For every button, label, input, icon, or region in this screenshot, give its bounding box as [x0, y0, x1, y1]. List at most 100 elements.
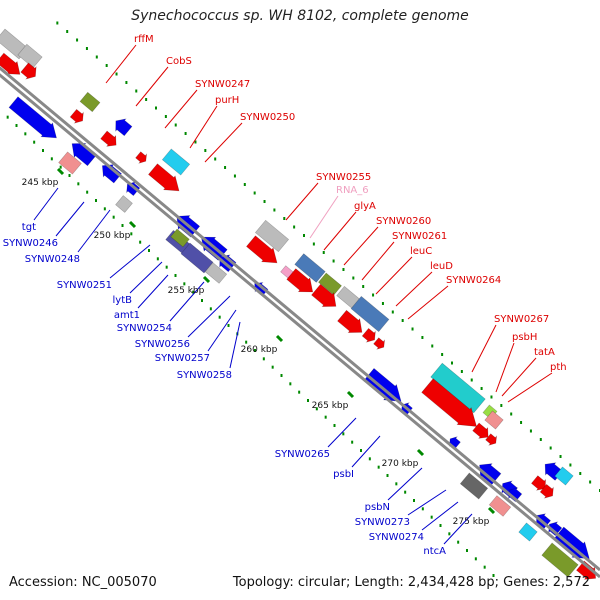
minor-tick: [529, 429, 532, 433]
gene-feature: [254, 219, 290, 253]
gene-leader: [501, 357, 537, 397]
forward-gene-label: RNA_6: [336, 185, 369, 196]
gene-feature: [115, 195, 133, 213]
minor-tick: [490, 395, 493, 399]
kbp-tick-label: 260 kbp: [241, 345, 278, 355]
kbp-tick-label: 265 kbp: [312, 401, 349, 411]
gene-feature: [530, 475, 546, 491]
gene-feature: [539, 483, 554, 499]
minor-tick: [332, 259, 335, 263]
reverse-gene-label: SYNW0256: [135, 339, 190, 350]
gene-feature: [58, 151, 82, 175]
minor-tick: [209, 307, 212, 311]
minor-tick: [589, 480, 592, 484]
gene-feature: [135, 151, 148, 164]
minor-tick: [24, 132, 27, 136]
gene-feature: [337, 309, 363, 333]
forward-gene-label: SYNW0267: [494, 314, 549, 325]
gene-leader: [361, 241, 395, 281]
minor-tick: [579, 472, 582, 475]
reverse-gene-label: psbI: [333, 469, 354, 480]
reverse-gene-label: lytB: [113, 295, 133, 306]
gene-feature: [161, 148, 191, 176]
minor-tick: [263, 200, 266, 203]
gene-leader: [207, 309, 237, 352]
minor-tick: [77, 182, 80, 186]
minor-tick: [342, 268, 345, 271]
minor-tick: [289, 382, 292, 386]
minor-tick: [227, 324, 230, 327]
gene-feature: [485, 433, 498, 446]
minor-tick: [315, 407, 318, 411]
minor-tick: [201, 299, 203, 302]
forward-gene-label: SYNW0264: [446, 275, 501, 286]
minor-tick: [283, 217, 286, 220]
gene-leader: [285, 182, 319, 221]
forward-gene-label: glyA: [354, 201, 376, 212]
forward-gene-label: leuC: [410, 246, 432, 257]
minor-tick: [164, 115, 167, 118]
minor-tick: [430, 515, 433, 519]
gene-feature: [518, 522, 538, 542]
minor-tick: [492, 574, 495, 577]
gene-leader: [135, 66, 169, 107]
minor-tick: [33, 140, 36, 144]
minor-tick: [324, 415, 327, 419]
minor-tick: [262, 357, 265, 361]
backbone-line-inner: [0, 73, 600, 579]
gene-leader: [109, 244, 151, 279]
minor-tick: [15, 124, 18, 127]
minor-tick: [441, 353, 444, 356]
minor-tick: [457, 540, 460, 544]
minor-tick: [121, 224, 124, 227]
major-tick: [275, 334, 284, 343]
minor-tick: [135, 89, 138, 93]
minor-tick: [386, 474, 389, 477]
forward-gene-label: SYNW0250: [240, 112, 295, 123]
gene-leader: [55, 201, 85, 237]
gene-feature: [100, 130, 117, 147]
gene-feature: [472, 422, 489, 439]
gene-feature: [286, 268, 314, 293]
minor-tick: [293, 225, 296, 229]
minor-tick: [66, 30, 69, 33]
minor-tick: [139, 240, 142, 244]
minor-tick: [50, 157, 53, 161]
major-tick: [56, 167, 65, 176]
gene-feature: [148, 163, 180, 192]
minor-tick: [510, 412, 513, 416]
minor-tick: [125, 81, 128, 84]
minor-tick: [112, 215, 115, 219]
forward-gene-label: SYNW0261: [392, 231, 447, 242]
gene-feature: [219, 254, 237, 273]
minor-tick: [372, 293, 375, 297]
gene-leader: [387, 467, 423, 501]
reverse-gene-label: SYNW0246: [3, 238, 58, 249]
reverse-gene-label: SYNW0251: [57, 280, 112, 291]
gene-feature: [484, 410, 504, 430]
minor-tick: [351, 440, 354, 444]
minor-tick: [368, 457, 371, 461]
kbp-tick-label: 275 kbp: [453, 517, 490, 527]
accession-text: Accession: NC_005070: [9, 575, 157, 590]
minor-tick: [273, 208, 276, 212]
forward-gene-label: SYNW0260: [376, 216, 431, 227]
gene-feature: [69, 108, 84, 124]
minor-tick: [115, 72, 118, 76]
minor-tick: [549, 446, 552, 450]
minor-tick: [76, 38, 79, 42]
minor-tick: [42, 149, 44, 152]
map-title: Synechococcus sp. WH 8102, complete geno…: [131, 8, 469, 24]
gene-leader: [471, 324, 497, 373]
forward-gene-label: SYNW0255: [316, 172, 371, 183]
gene-feature: [459, 472, 489, 500]
reverse-gene-label: SYNW0248: [25, 254, 80, 265]
gene-feature: [488, 495, 512, 517]
minor-tick: [56, 21, 59, 25]
gene-leader: [189, 105, 218, 149]
minor-tick: [145, 98, 148, 101]
kbp-tick-label: 245 kbp: [22, 178, 59, 188]
minor-tick: [480, 387, 483, 390]
minor-tick: [59, 165, 62, 169]
minor-tick: [214, 157, 217, 161]
